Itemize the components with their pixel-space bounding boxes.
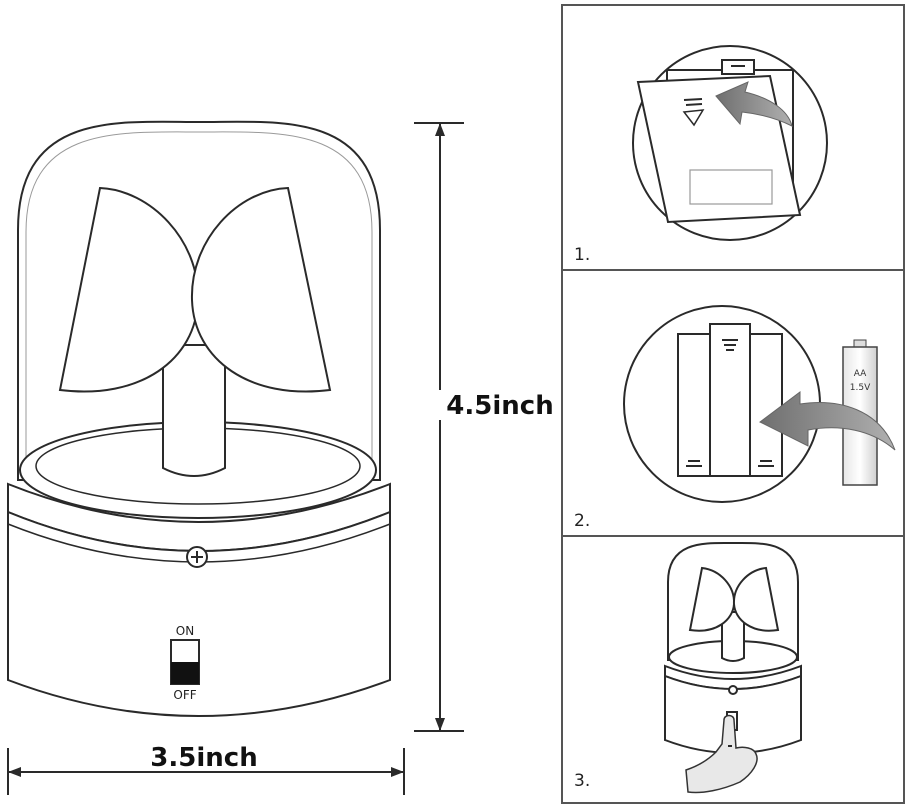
step-3-switch-on	[664, 541, 802, 794]
height-dimension	[414, 122, 464, 732]
step-2-label: 2.	[574, 511, 590, 531]
width-label: 3.5inch	[150, 743, 257, 773]
hand-icon	[685, 714, 758, 794]
insert-arrow-icon	[759, 391, 896, 451]
reflector-right	[190, 186, 332, 393]
screw-icon	[186, 546, 208, 568]
mini-reflector-right	[732, 566, 780, 632]
slide-arrow-icon	[715, 81, 793, 127]
lamp-dome-inner-edge	[25, 131, 373, 478]
width-dimension	[7, 748, 405, 795]
switch-on-label: ON	[176, 624, 194, 638]
step-1-label: 1.	[574, 245, 590, 265]
battery-type-label: AA	[854, 369, 867, 379]
power-switch: ON OFF	[170, 624, 200, 702]
step-3-label: 3.	[574, 771, 590, 791]
height-label: 4.5inch	[446, 391, 553, 421]
lamp-base	[7, 510, 391, 717]
step-1-open-cover	[632, 45, 828, 241]
switch-off-label: OFF	[173, 688, 196, 702]
cover-tab-icon	[682, 109, 705, 127]
step-2-insert-batteries: AA 1.5V	[623, 305, 896, 503]
main-lamp: ON OFF	[7, 120, 391, 717]
instruction-panel: 1. AA 1.5V 2.	[561, 4, 905, 804]
battery-voltage-label: 1.5V	[850, 383, 871, 393]
lamp-stem	[162, 344, 226, 477]
